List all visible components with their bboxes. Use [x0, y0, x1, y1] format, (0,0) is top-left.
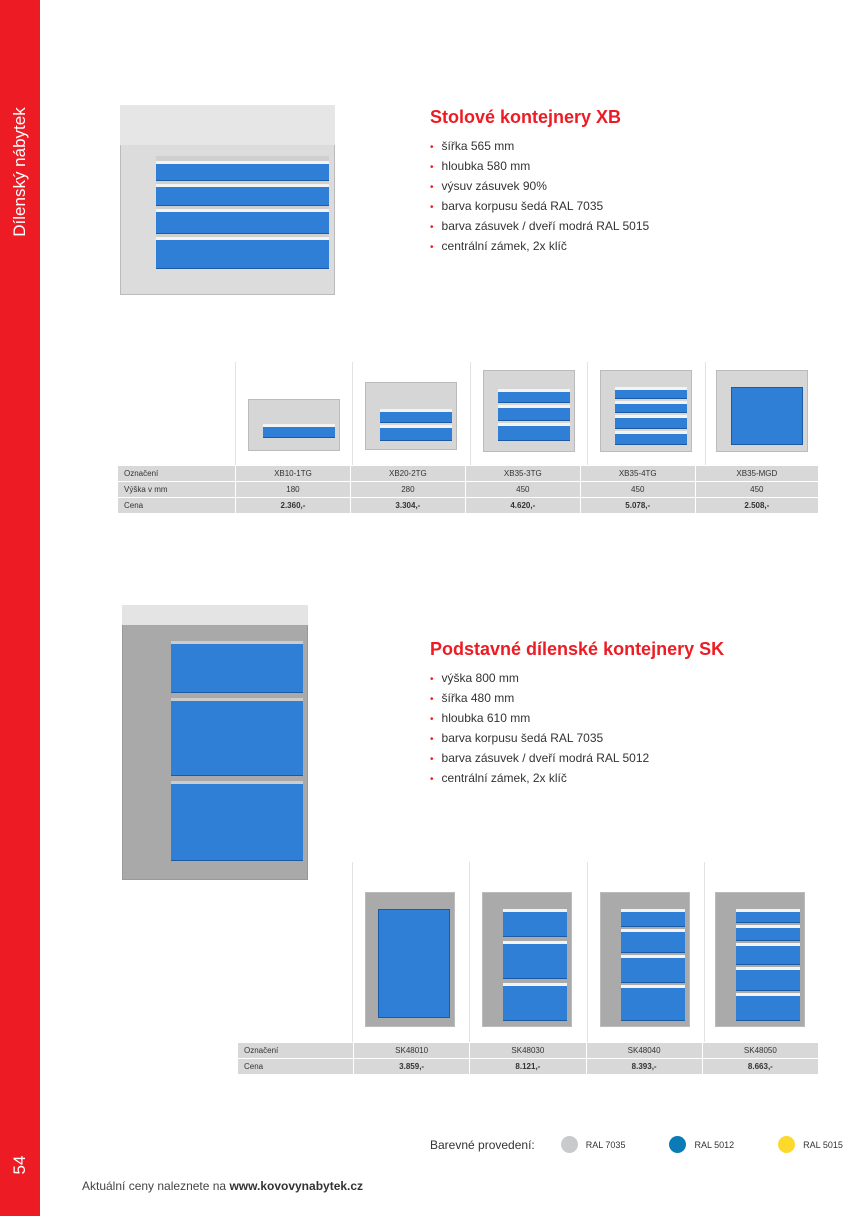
color-name: RAL 7035	[585, 1139, 626, 1150]
page-number: 54	[10, 1155, 29, 1175]
xb-features: šířka 565 mm hloubka 580 mm výsuv zásuve…	[430, 137, 650, 257]
feature: výška 800 mm	[430, 669, 649, 689]
feature: centrální zámek, 2x klíč	[430, 769, 649, 789]
feature: šířka 565 mm	[430, 137, 649, 157]
legend-label: Barevné provedení:	[430, 1137, 535, 1152]
xb35-3tg-image	[471, 362, 588, 466]
price: 2.508,-	[694, 497, 820, 514]
cell: SK48010	[352, 1042, 471, 1059]
sk48050-image	[705, 862, 819, 1042]
section-title: Dílenský nábytek	[10, 107, 29, 237]
cell: 180	[235, 481, 351, 498]
sk48010-image	[353, 862, 470, 1042]
cell: 450	[694, 481, 820, 498]
cell: XB35-MGD	[694, 465, 820, 482]
price: 8.393,-	[585, 1058, 703, 1075]
color-name: RAL 5015	[803, 1139, 843, 1150]
feature: barva korpusu šedá RAL 7035	[430, 729, 649, 749]
cell: XB35-4TG	[579, 465, 696, 482]
sk-main-image	[122, 605, 308, 880]
feature: šířka 480 mm	[430, 689, 649, 709]
row-label: Cena	[117, 497, 236, 514]
feature: barva korpusu šedá RAL 7035	[430, 197, 649, 217]
color-swatch-7035	[560, 1136, 578, 1153]
price: 5.078,-	[579, 497, 696, 514]
feature: hloubka 580 mm	[430, 157, 649, 177]
price: 3.304,-	[349, 497, 466, 514]
sk-title: Podstavné dílenské kontejnery SK	[430, 639, 725, 659]
row-label: Označení	[117, 465, 236, 482]
price: 8.121,-	[469, 1058, 587, 1075]
feature: barva zásuvek / dveří modrá RAL 5015	[430, 217, 650, 237]
color-swatch-5012	[669, 1136, 687, 1153]
feature: barva zásuvek / dveří modrá RAL 5012	[430, 749, 650, 769]
sk-features: výška 800 mm šířka 480 mm hloubka 610 mm…	[430, 669, 650, 789]
xb-main-image	[120, 105, 335, 295]
cell: XB10-1TG	[235, 465, 351, 482]
row-label: Označení	[237, 1042, 354, 1059]
sidebar: Dílenský nábytek 54	[0, 0, 40, 1216]
xb10-image	[236, 362, 353, 466]
footer-text: Aktuální ceny naleznete na	[82, 1179, 230, 1193]
cell: 280	[349, 481, 466, 498]
color-name: RAL 5012	[694, 1139, 735, 1150]
xb35-mgd-image	[706, 362, 819, 466]
website-link[interactable]: www.kovovynabytek.cz	[229, 1179, 364, 1193]
price: 2.360,-	[235, 497, 351, 514]
cell: XB20-2TG	[349, 465, 466, 482]
feature: centrální zámek, 2x klíč	[430, 237, 649, 257]
xb20-image	[353, 362, 471, 466]
price: 8.663,-	[701, 1058, 820, 1075]
cell: SK48030	[469, 1042, 587, 1059]
color-swatch-5015	[778, 1136, 796, 1153]
footer: Aktuální ceny naleznete na www.kovovynab…	[82, 1179, 363, 1193]
sk48030-image	[470, 862, 588, 1042]
cell: SK48050	[701, 1042, 820, 1059]
sk48040-image	[588, 862, 705, 1042]
cell: 450	[579, 481, 696, 498]
price: 4.620,-	[464, 497, 581, 514]
row-label: Cena	[237, 1058, 354, 1075]
cell: XB35-3TG	[464, 465, 581, 482]
cell: SK48040	[585, 1042, 703, 1059]
feature: hloubka 610 mm	[430, 709, 649, 729]
row-label: Výška v mm	[117, 481, 236, 498]
feature: výsuv zásuvek 90%	[430, 177, 649, 197]
cell: 450	[464, 481, 581, 498]
xb-title: Stolové kontejnery XB	[430, 107, 622, 127]
price: 3.859,-	[352, 1058, 471, 1075]
xb35-4tg-image	[588, 362, 706, 466]
color-legend: Barevné provedení: RAL 7035 RAL 5012 RAL…	[430, 1136, 843, 1153]
